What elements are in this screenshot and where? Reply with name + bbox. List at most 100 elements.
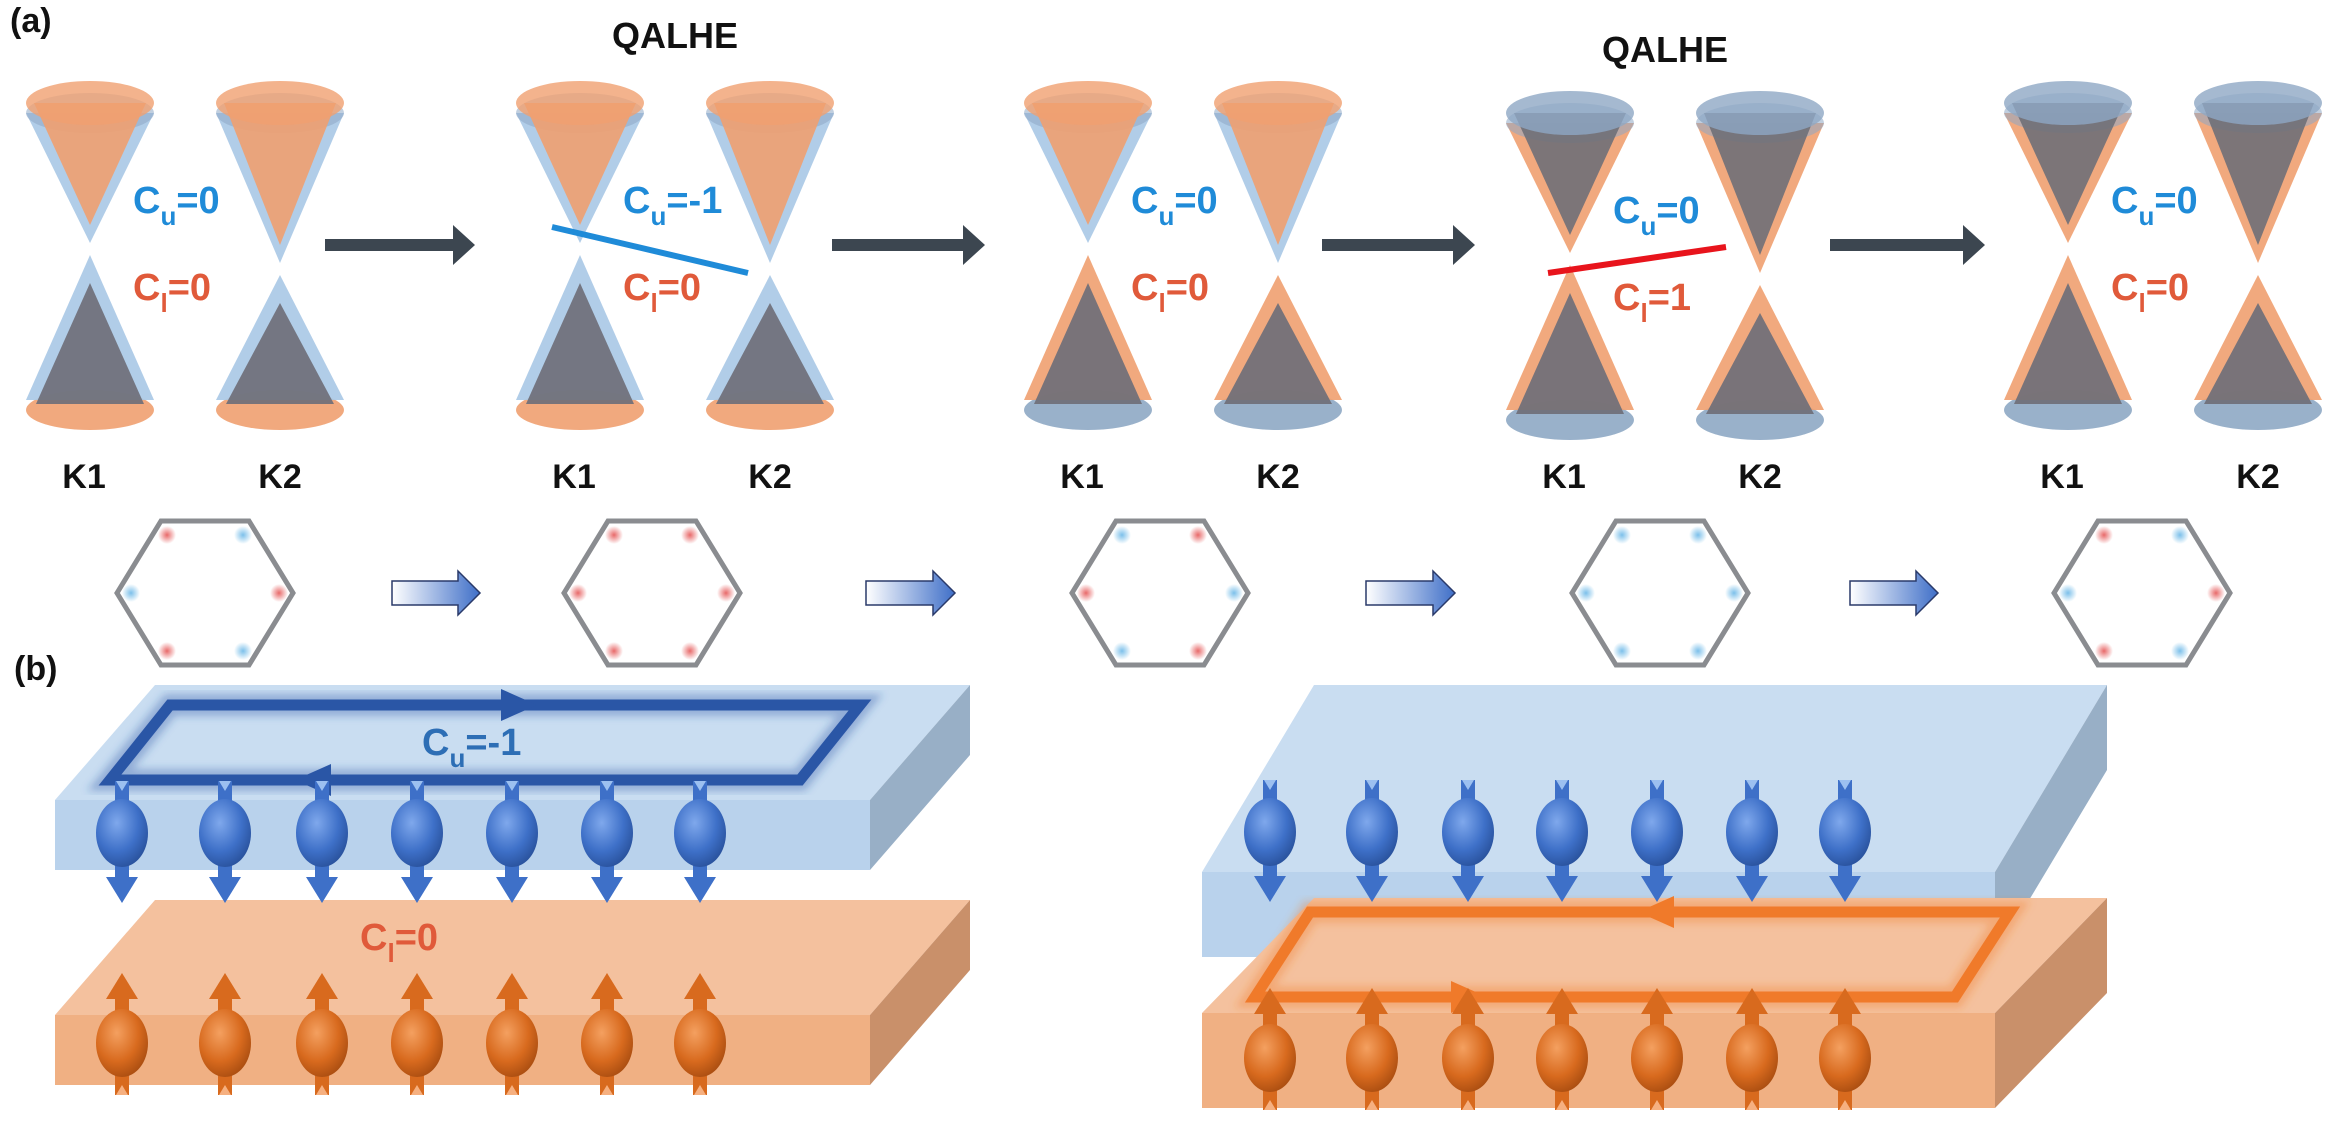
spin-up [1536,988,1588,1110]
upper-band-inner-cone [1514,113,1626,235]
slab-side-face [870,900,970,1085]
lower-chern-label: Cl=0 [1131,267,1209,318]
lower-chern-label: Cl=0 [133,267,211,318]
spin-arrowhead [209,877,241,903]
spin-down [674,781,726,903]
phase-title: QALHE [1602,29,1728,70]
valley-dot-blue [1113,642,1131,660]
spin-down [1244,780,1296,902]
spin-ball [96,1009,148,1077]
spin-down [1726,780,1778,902]
spin-ball [1726,1024,1778,1092]
spin-arrowhead [1829,988,1861,1014]
hexagon-outline [1569,518,1751,668]
spin-tail-marker [1746,780,1758,790]
spin-up [674,973,726,1095]
slab-front-face [55,1015,870,1085]
upper-chern-label: Cu=0 [1613,190,1700,241]
valley-dot-red [717,584,735,602]
spin-tail-marker [1839,780,1851,790]
valley-dot-red [2095,642,2113,660]
bz-arrow-4 [1849,569,1940,617]
arrow-shaft [325,239,455,251]
spin-arrowhead [1254,876,1286,902]
bz-hexagon-2 [561,518,743,668]
spin-ball [296,799,348,867]
spin-tail-marker [1462,780,1474,790]
arrow-head [1453,225,1475,265]
valley-dot-blue [1113,526,1131,544]
spin-down [1346,780,1398,902]
hexagon-outline [561,518,743,668]
spin-arrowhead [1546,988,1578,1014]
bz-arrow-1 [391,569,482,617]
valley-k2-cones [706,81,834,430]
spin-ball [1631,798,1683,866]
k1-label: K1 [552,458,595,496]
valley-k2-cones [2194,81,2322,430]
upper-cone-cap [216,81,344,125]
k1-label: K1 [1542,458,1585,496]
spin-up [391,973,443,1095]
spin-tail-marker [1556,780,1568,790]
spin-ball [391,799,443,867]
spin-arrowhead [1356,988,1388,1014]
spin-tail-marker [411,1085,423,1095]
k1-label: K1 [2040,458,2083,496]
spin-arrowhead [306,973,338,999]
bz-hexagon-5 [2051,518,2233,668]
upper-band-inner-cone [2012,103,2124,225]
spin-tail-marker [1839,1100,1851,1110]
valley-dot-blue [1725,584,1743,602]
lower-chern-label: Cl=0 [2111,267,2189,318]
slab-top-face [1202,685,2107,872]
upper-band-inner-cone [714,103,826,245]
edge-state-line-blue [551,224,749,276]
phase-title: QALHE [612,15,738,56]
upper-cone-cap [1696,91,1824,135]
spin-down [486,781,538,903]
spin-tail-marker [411,781,423,791]
spin-ball [581,799,633,867]
lower-layer-slab [55,900,970,1085]
valley-dot-blue [234,526,252,544]
stage-arrow-3 [1322,225,1475,265]
spin-down [391,781,443,903]
bz-hexagon-4 [1569,518,1751,668]
lower-layer-slab [1202,898,2107,1108]
upper-chern-label: Cu=-1 [623,180,722,231]
spin-up [1726,988,1778,1110]
spin-arrowhead [591,973,623,999]
spin-down [581,781,633,903]
lower-band-inner-cone [226,303,334,404]
spin-arrowhead [496,877,528,903]
spin-arrowhead [209,973,241,999]
valley-dot-blue [1577,584,1595,602]
lower-band-inner-cone [1706,313,1814,414]
spin-arrowhead [1452,988,1484,1014]
slab-side-face [1995,685,2107,957]
valley-dot-red [605,642,623,660]
lower-layer-chern-label: Cl=0 [360,917,438,968]
lower-band-inner-cone [1034,283,1142,404]
valley-dot-red [270,584,288,602]
spin-down [1442,780,1494,902]
valley-dot-blue [1613,526,1631,544]
spin-arrowhead [684,973,716,999]
valley-dot-red [681,642,699,660]
spin-ball [1819,798,1871,866]
part-b-right-qalhe-lower [1202,685,2107,1110]
k1-label: K1 [1060,458,1103,496]
bz-hexagon-1 [114,518,296,668]
spin-tail-marker [506,1085,518,1095]
lower-band-inner-cone [526,283,634,404]
valley-k1-cones [26,81,154,430]
spin-up [199,973,251,1095]
upper-cone-cap [516,81,644,125]
spin-arrowhead [306,877,338,903]
stage-arrow-4 [1830,225,1985,265]
arrow-shaft [1322,239,1455,251]
gradient-arrow [391,569,482,617]
